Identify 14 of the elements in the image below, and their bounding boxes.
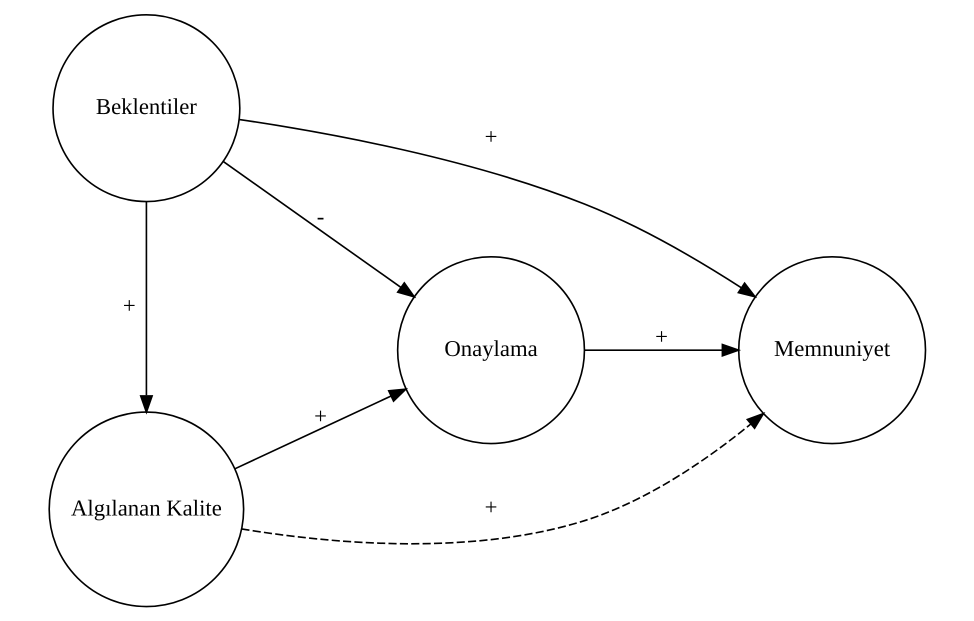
arrow [584, 343, 741, 357]
arrow [139, 202, 153, 415]
edge-label: + [484, 124, 497, 150]
edge-label: + [654, 324, 668, 349]
edge-label: + [484, 494, 497, 520]
node-circle: Algılanan Kalite [48, 411, 244, 608]
arrow [234, 388, 408, 470]
edge-label: + [122, 292, 136, 318]
edge-label: - [316, 204, 324, 229]
arrow [240, 412, 765, 545]
node-circle: Beklentiler [52, 14, 240, 202]
arrow [238, 118, 757, 298]
edge-label: + [314, 404, 326, 429]
arrow [222, 160, 416, 298]
